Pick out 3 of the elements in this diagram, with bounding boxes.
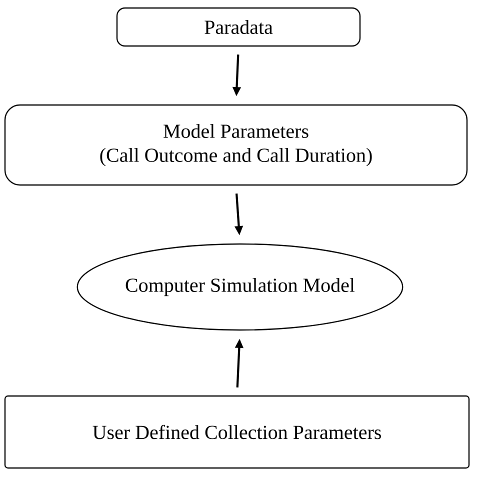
process-box: Paradata	[116, 7, 361, 47]
process-box: User Defined Collection Parameters	[4, 395, 470, 469]
process-box: Model Parameters (Call Outcome and Call Duration)	[4, 104, 468, 186]
